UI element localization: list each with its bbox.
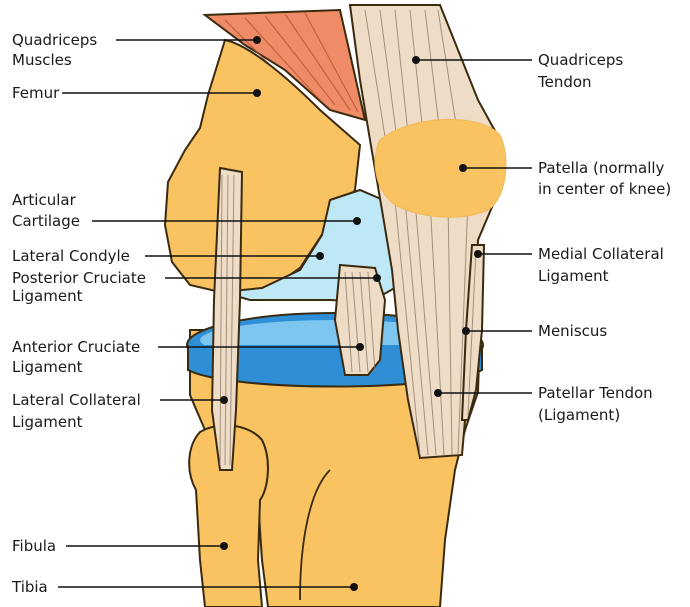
label-medial-collateral-line1: Medial Collateral: [538, 245, 664, 263]
label-fibula: Fibula: [12, 537, 56, 555]
label-lateral-collateral-line2: Ligament: [12, 413, 83, 431]
label-femur: Femur: [12, 84, 60, 102]
label-tibia: Tibia: [11, 578, 48, 596]
label-quadriceps-muscles-line2: Muscles: [12, 51, 72, 69]
label-lateral-collateral-line1: Lateral Collateral: [12, 391, 141, 409]
label-posterior-cruciate-line2: Ligament: [12, 287, 83, 305]
label-quadriceps-muscles-line1: Quadriceps: [12, 31, 97, 49]
label-patella-line2: in center of knee): [538, 180, 671, 198]
label-anterior-cruciate-line2: Ligament: [12, 358, 83, 376]
label-articular-cartilage-line1: Articular: [12, 191, 77, 209]
label-meniscus: Meniscus: [538, 322, 607, 340]
label-quadriceps-tendon-line1: Quadriceps: [538, 51, 623, 69]
label-patella-line1: Patella (normally: [538, 159, 665, 177]
label-lateral-condyle: Lateral Condyle: [12, 247, 130, 265]
label-anterior-cruciate-line1: Anterior Cruciate: [12, 338, 140, 356]
label-medial-collateral-line2: Ligament: [538, 267, 609, 285]
label-articular-cartilage-line2: Cartilage: [12, 212, 80, 230]
label-patellar-tendon-line2: (Ligament): [538, 406, 620, 424]
label-quadriceps-tendon-line2: Tendon: [537, 73, 592, 91]
label-posterior-cruciate-line1: Posterior Cruciate: [12, 269, 146, 287]
label-patellar-tendon-line1: Patellar Tendon: [538, 384, 653, 402]
